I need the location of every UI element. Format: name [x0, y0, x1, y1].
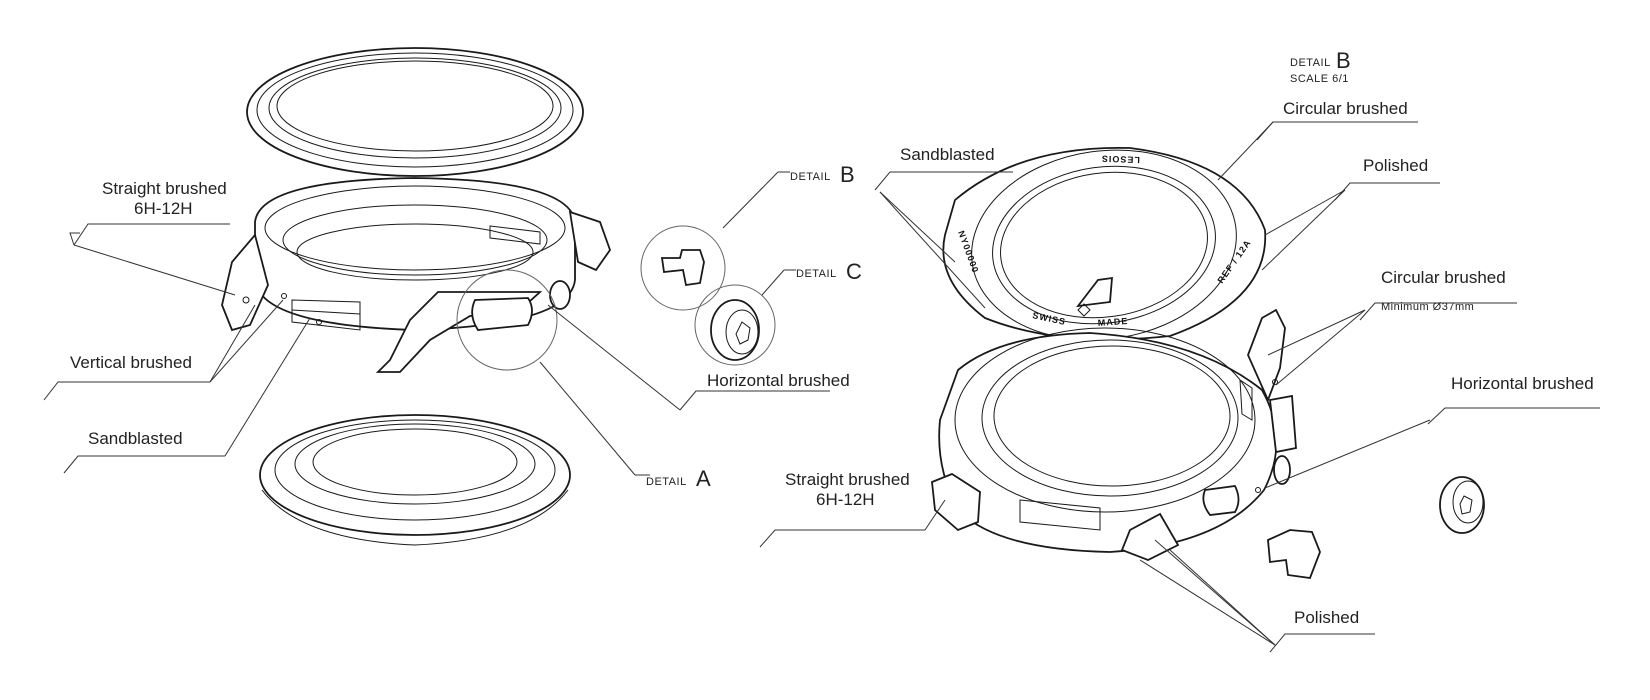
label-detail-b-letter: B [840, 162, 855, 187]
label-left-straight-brushed-sub: 6H-12H [134, 199, 193, 218]
left-leaders [43, 171, 830, 476]
left-assembly [221, 47, 776, 546]
right-leaders [759, 121, 1600, 653]
loose-crown [1439, 476, 1485, 534]
label-left-straight-brushed: Straight brushed [102, 179, 227, 198]
label-right-polished-bottom: Polished [1294, 608, 1359, 627]
label-detail-a-letter: A [696, 466, 711, 491]
label-right-circular-brushed-mid: Circular brushed [1381, 268, 1506, 287]
label-right-straight-brushed: Straight brushed [785, 470, 910, 489]
label-right-horizontal-brushed: Horizontal brushed [1451, 374, 1594, 393]
label-detail-c-letter: C [846, 259, 862, 284]
label-detail-b-word: DETAIL [790, 171, 831, 183]
caseback [259, 414, 571, 546]
label-left-horizontal-brushed: Horizontal brushed [707, 371, 850, 390]
crystal-ring-top [246, 47, 584, 177]
engraving-made: MADE [1097, 316, 1128, 328]
label-right-circular-brushed-top: Circular brushed [1283, 99, 1408, 118]
label-left-sandblasted: Sandblasted [88, 429, 183, 448]
label-detail-c-word: DETAIL [796, 268, 837, 280]
label-left-vertical-brushed: Vertical brushed [70, 353, 192, 372]
bezel-ring: SWISS MADE REF / 12A NY00000 LESOIS [942, 146, 1267, 341]
header-detail-word: DETAIL [1290, 57, 1331, 69]
header-scale: SCALE 6/1 [1290, 73, 1349, 85]
detail-b-inset [640, 225, 726, 311]
loose-pusher [1267, 529, 1321, 579]
label-detail-a-word: DETAIL [646, 476, 687, 488]
detail-a-circle [456, 269, 558, 371]
detail-c-inset [694, 284, 776, 366]
label-right-sandblasted: Sandblasted [900, 145, 995, 164]
label-right-circular-brushed-mid-sub: Minimum Ø37mm [1381, 301, 1474, 313]
right-assembly: SWISS MADE REF / 12A NY00000 LESOIS [931, 146, 1485, 579]
engraving-brand: LESOIS [1101, 154, 1140, 165]
right-case [931, 308, 1297, 561]
label-right-polished-top: Polished [1363, 156, 1428, 175]
label-right-straight-brushed-sub: 6H-12H [816, 490, 875, 509]
header-detail-letter: B [1336, 48, 1351, 73]
